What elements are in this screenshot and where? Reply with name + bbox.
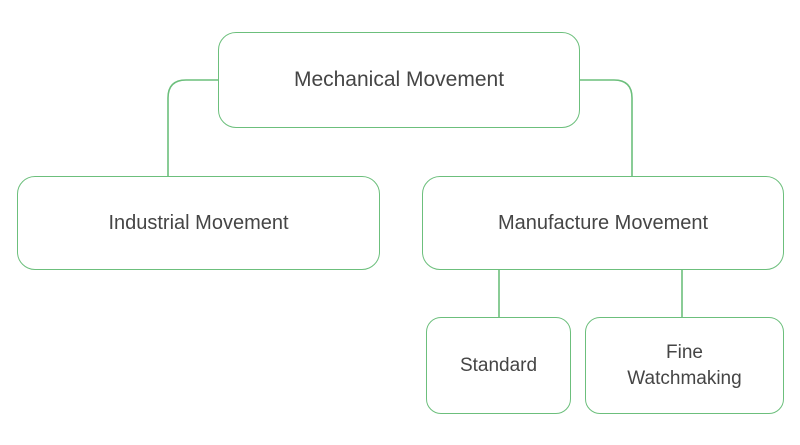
node-label: Standard [459,354,538,376]
node-label: Industrial Movement [108,211,289,234]
node-fine-watchmaking[interactable]: Fine Watchmaking [585,317,784,414]
node-mechanical-movement[interactable]: Mechanical Movement [218,32,580,128]
node-label: Mechanical Movement [293,68,505,92]
node-industrial-movement[interactable]: Industrial Movement [17,176,380,270]
connector-root-to-manufacture [580,79,633,176]
node-label: Manufacture Movement [497,211,709,234]
node-standard[interactable]: Standard [426,317,571,414]
connector-root-to-industrial [167,79,218,176]
node-label: Fine Watchmaking [627,342,742,389]
node-manufacture-movement[interactable]: Manufacture Movement [422,176,784,270]
